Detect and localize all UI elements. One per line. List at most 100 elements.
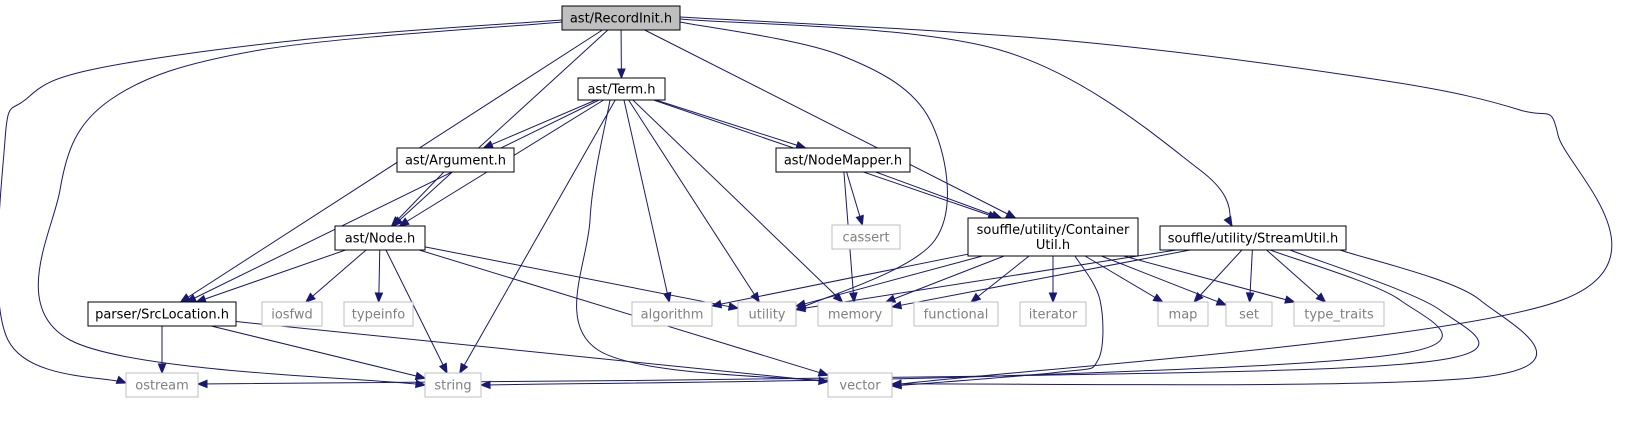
node-label: set: [1239, 308, 1259, 323]
node-functional: functional: [913, 301, 999, 327]
edge-containerutil-to-memory: [884, 255, 1005, 303]
node-label: typeinfo: [352, 308, 405, 323]
edge-containerutil-to-algorithm: [710, 253, 969, 309]
edge-arrowhead: [617, 68, 626, 80]
node-box: [1159, 225, 1347, 251]
edge-streamutil-to-string: [479, 249, 1443, 390]
node-srclocation[interactable]: parser/SrcLocation.h: [87, 301, 237, 327]
node-label: type_traits: [1304, 308, 1374, 323]
node-string: string: [424, 372, 482, 398]
node-label: algorithm: [641, 308, 704, 323]
edge-recordinit-to-string: [37, 21, 563, 389]
edge-arrowhead: [1284, 295, 1296, 304]
edge-arrowhead: [710, 299, 723, 309]
edge-arrowhead: [374, 292, 384, 304]
edge-nodemapper-to-cassert: [846, 171, 864, 227]
node-argument[interactable]: ast/Argument.h: [396, 147, 515, 173]
edge-recordinit-to-term: [617, 29, 626, 80]
edge-arrowhead: [157, 363, 167, 375]
edge-srclocation-to-string: [211, 325, 427, 381]
edge-line: [711, 253, 969, 307]
edge-line: [419, 249, 829, 376]
node-label: souffle/utility/Container: [977, 223, 1130, 238]
edge-containerutil-to-functional: [970, 255, 1030, 303]
edge-arrowhead: [1048, 292, 1058, 304]
edge-line: [424, 246, 739, 309]
node-box: [125, 372, 199, 398]
node-set: set: [1225, 301, 1273, 327]
edge-line: [305, 249, 367, 303]
edge-line: [196, 249, 346, 303]
node-box: [343, 301, 414, 327]
node-label: ast/Argument.h: [405, 154, 506, 169]
node-box: [1225, 301, 1273, 327]
edge-line: [391, 171, 445, 227]
edge-line: [679, 21, 948, 311]
edge-line: [211, 325, 426, 379]
edge-containerutil-to-iterator: [1048, 256, 1058, 304]
node-box: [1019, 301, 1087, 327]
edge-containerutil-to-type_traits: [1123, 255, 1296, 304]
edge-node-to-vector: [419, 249, 830, 377]
node-ostream: ostream: [125, 372, 199, 398]
edge-streamutil-to-type_traits: [1266, 249, 1327, 303]
edge-containerutil-to-map: [1084, 255, 1164, 303]
node-box: [831, 224, 901, 250]
edge-line: [795, 249, 1177, 310]
edge-arrowhead: [1315, 292, 1327, 303]
node-box: [817, 301, 893, 327]
node-cassert: cassert: [831, 224, 901, 250]
edge-arrowhead: [817, 368, 830, 377]
edge-arrowhead: [1223, 215, 1233, 228]
edge-node-to-string: [385, 249, 448, 375]
node-nodemapper[interactable]: ast/NodeMapper.h: [775, 147, 911, 173]
node-label: ast/Node.h: [345, 232, 416, 247]
node-box: [737, 301, 797, 327]
edge-line: [392, 29, 609, 227]
node-box: [561, 5, 681, 31]
node-node[interactable]: ast/Node.h: [334, 225, 426, 251]
edge-node-to-iosfwd: [304, 249, 367, 303]
node-label: iterator: [1029, 308, 1078, 323]
edge-line: [180, 29, 603, 303]
node-label: ast/RecordInit.h: [570, 12, 672, 27]
node-streamutil[interactable]: souffle/utility/StreamUtil.h: [1159, 225, 1347, 251]
node-utility: utility: [737, 301, 797, 327]
edge-arrowhead: [1215, 297, 1228, 306]
edge-arrowhead: [304, 292, 316, 303]
edge-line: [891, 255, 1104, 387]
node-box: [1157, 301, 1209, 327]
node-label: functional: [924, 308, 989, 323]
edge-line: [970, 255, 1030, 303]
node-box: [424, 372, 482, 398]
edge-streamutil-to-vector: [890, 249, 1538, 389]
node-label: souffle/utility/StreamUtil.h: [1168, 232, 1339, 247]
node-box: [1293, 301, 1385, 327]
node-box: [775, 147, 911, 173]
edge-arrowhead: [890, 379, 902, 389]
node-recordinit[interactable]: ast/RecordInit.h: [561, 5, 681, 31]
edge-line: [679, 18, 1233, 227]
node-iosfwd: iosfwd: [261, 301, 323, 327]
node-label: vector: [839, 379, 881, 394]
edge-line: [1193, 249, 1243, 303]
node-box: [913, 301, 999, 327]
edge-line: [875, 171, 1002, 219]
edge-arrowhead: [990, 210, 1003, 219]
edge-term-to-utility: [628, 99, 760, 304]
node-label: string: [434, 379, 471, 394]
edge-arrowhead: [390, 216, 402, 227]
edge-arrowhead: [1245, 292, 1255, 304]
edge-line: [197, 249, 1480, 385]
edge-srclocation-to-vector: [235, 321, 830, 386]
edge-line: [1123, 255, 1295, 303]
node-typeinfo: typeinfo: [343, 301, 414, 327]
node-term[interactable]: ast/Term.h: [577, 77, 666, 101]
edge-line: [186, 99, 600, 303]
edge-recordinit-to-containerutil: [644, 29, 1017, 219]
edge-arrowhead: [890, 300, 903, 310]
node-box: [396, 147, 515, 173]
node-vector: vector: [827, 372, 893, 398]
